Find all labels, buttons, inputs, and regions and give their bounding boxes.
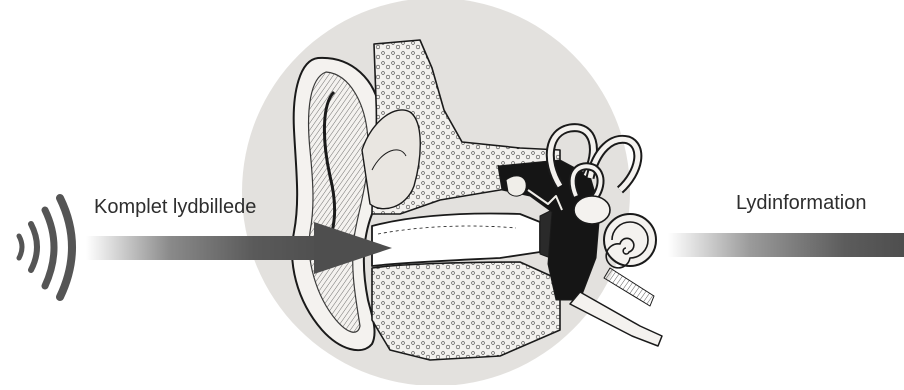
cochlea-spiral (604, 214, 656, 268)
output-label: Lydinformation (736, 192, 866, 215)
input-label: Komplet lydbillede (94, 196, 256, 219)
output-arrow-bar (668, 233, 904, 257)
input-arrow-bar (86, 236, 326, 260)
sound-waves-icon (19, 198, 72, 297)
